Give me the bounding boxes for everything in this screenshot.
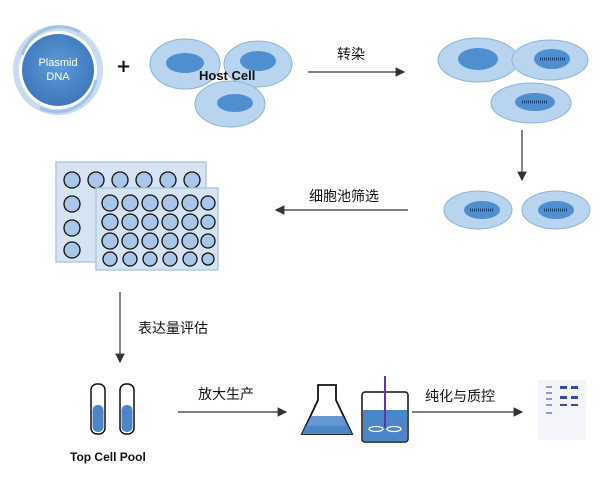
scale-up-label: 放大生产 (198, 387, 254, 403)
gel-bands-icon (538, 380, 586, 440)
pool-screening-label: 细胞池筛选 (309, 189, 379, 205)
transfected-cells-group (437, 37, 589, 124)
host-cells-group (149, 38, 293, 128)
plus-sign: + (116, 56, 132, 77)
plasmid-label: Plasmid DNA (28, 56, 88, 84)
host-cell-label: Host Cell (199, 68, 256, 83)
flask-icon (300, 384, 354, 435)
plasmid-label-line1: Plasmid (38, 57, 78, 69)
transfection-label: 转染 (337, 47, 365, 63)
expression-eval-label: 表达量评估 (138, 321, 208, 337)
well-plates-icon (55, 161, 219, 271)
test-tubes-icon (90, 383, 135, 435)
bioreactor-icon (361, 376, 409, 443)
top-cell-pool-label: Top Cell Pool (70, 450, 146, 464)
plasmid-label-line2: DNA (46, 71, 70, 83)
selected-cells-group (443, 190, 591, 230)
plasmid-dna-icon (13, 25, 103, 115)
purification-qc-label: 纯化与质控 (425, 389, 495, 405)
